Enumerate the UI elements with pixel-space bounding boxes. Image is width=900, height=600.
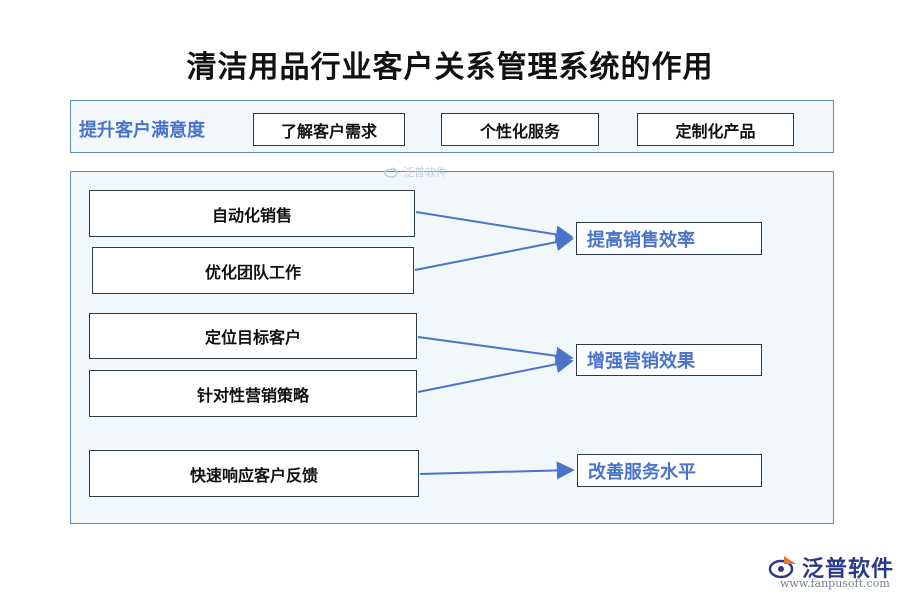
brand-url: www.fanpusoft.com <box>780 577 890 590</box>
page-title: 清洁用品行业客户关系管理系统的作用 <box>186 50 714 85</box>
watermark-top: 泛普软件 <box>384 164 447 180</box>
source-box-automated-sales: 自动化销售 <box>89 190 415 237</box>
need-box-customized-products: 定制化产品 <box>637 113 794 146</box>
brand-logo: 泛普软件 <box>768 551 894 583</box>
fanpu-logo-icon <box>768 556 796 579</box>
top-panel-label: 提升客户满意度 <box>79 120 205 141</box>
source-box-optimize-team: 优化团队工作 <box>92 247 414 294</box>
arrow-targeted-marketing <box>417 355 574 393</box>
arrow-fast-feedback <box>419 461 575 480</box>
result-box-marketing-effect: 增强营销效果 <box>576 344 762 376</box>
source-box-target-customers: 定位目标客户 <box>89 313 417 359</box>
brand-name: 泛普软件 <box>802 557 895 582</box>
source-box-fast-feedback: 快速响应客户反馈 <box>89 450 419 497</box>
result-box-sales-efficiency: 提高销售效率 <box>576 222 762 255</box>
need-box-personalized-service: 个性化服务 <box>441 113 599 146</box>
arrow-target-customers <box>417 336 574 365</box>
arrow-optimize-team <box>414 233 574 271</box>
need-box-understand-needs: 了解客户需求 <box>253 113 405 146</box>
arrow-automated-sales <box>415 211 574 244</box>
result-box-service-level: 改善服务水平 <box>577 454 762 487</box>
watermark-logo-icon <box>384 167 398 178</box>
source-box-targeted-marketing: 针对性营销策略 <box>89 370 417 417</box>
